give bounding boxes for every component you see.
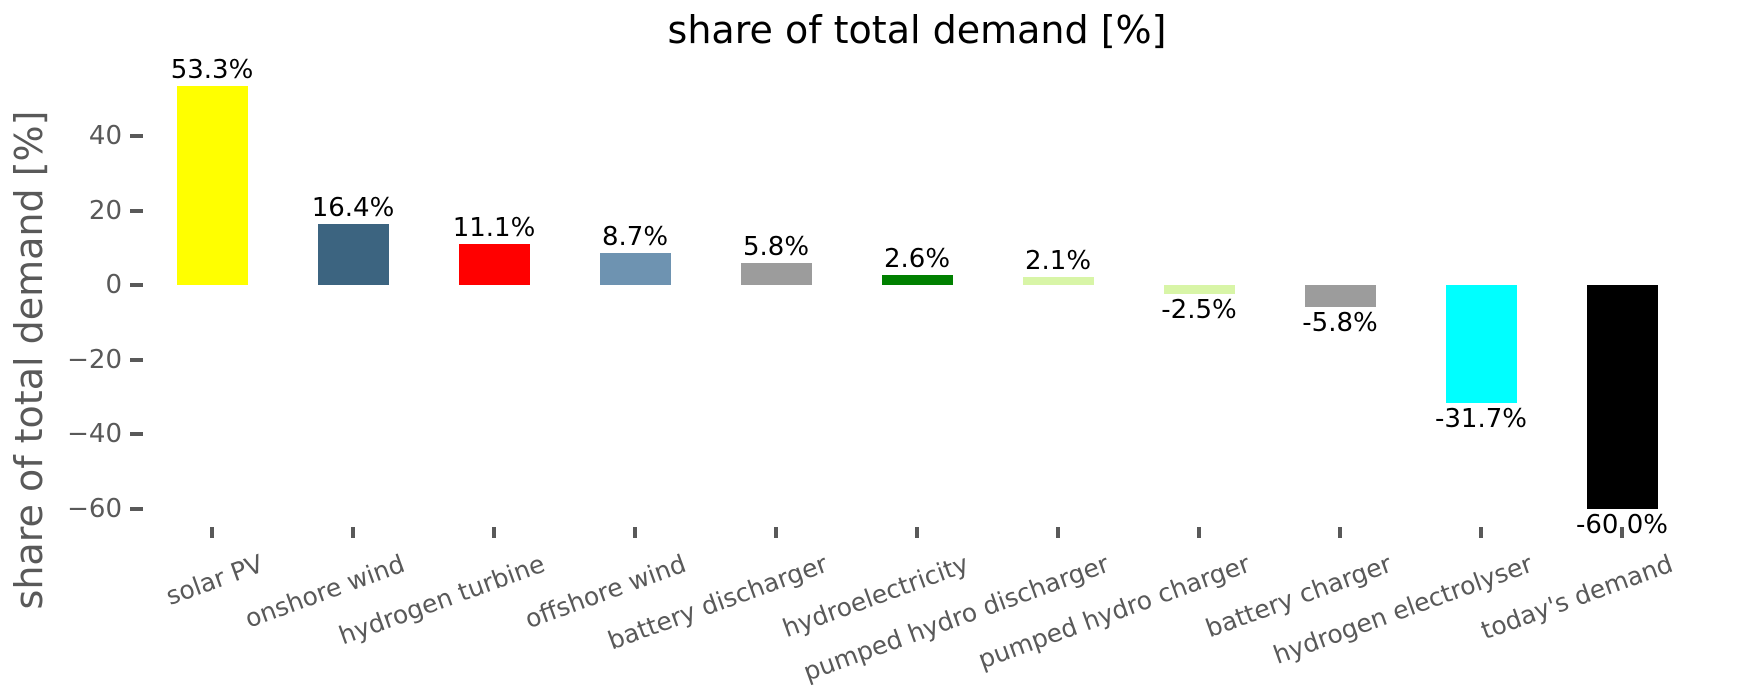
value-label: 16.4% <box>311 192 395 223</box>
y-tick-mark <box>130 357 143 362</box>
bar-hydrogen-turbine <box>458 243 530 285</box>
x-tick-mark <box>633 527 637 538</box>
value-label: 2.6% <box>883 244 951 275</box>
x-tick-mark <box>351 527 355 538</box>
y-tick-label: −60 <box>67 493 122 524</box>
bar-battery-charger <box>1304 285 1376 307</box>
value-label: 2.1% <box>1024 246 1092 277</box>
chart-title: share of total demand [%] <box>667 8 1167 52</box>
y-tick-label: −20 <box>67 344 122 375</box>
x-tick-mark <box>915 527 919 538</box>
value-label: 11.1% <box>452 212 536 243</box>
x-tick-mark <box>1197 527 1201 538</box>
bar-hydroelectricity <box>881 275 953 285</box>
x-tick-mark <box>1620 527 1624 538</box>
bar-today-s-demand <box>1586 285 1658 509</box>
y-tick-mark <box>130 506 143 511</box>
x-tick-mark <box>1479 527 1483 538</box>
y-tick-mark <box>130 283 143 287</box>
y-tick-label: 40 <box>88 121 122 151</box>
y-tick-mark <box>130 208 143 213</box>
x-tick-mark <box>210 527 214 538</box>
value-label: -31.7% <box>1435 404 1527 435</box>
bar-pumped-hydro-discharger <box>1022 277 1094 285</box>
x-tick-mark <box>774 527 778 538</box>
value-label: 53.3% <box>170 55 254 86</box>
x-tick-label: hydrogen electrolyser <box>1269 549 1536 670</box>
x-tick-mark <box>492 527 496 538</box>
value-label: -2.5% <box>1161 295 1237 326</box>
bar-pumped-hydro-charger <box>1163 285 1235 295</box>
value-label: 5.8% <box>742 232 810 263</box>
value-label: -5.8% <box>1302 307 1378 338</box>
x-tick-mark <box>1338 527 1342 538</box>
y-tick-label: −40 <box>67 419 122 449</box>
bar-hydrogen-electrolyser <box>1445 285 1517 404</box>
bar-battery-discharger <box>740 263 812 285</box>
y-tick-mark <box>130 432 143 436</box>
bar-solar-pv <box>176 86 248 285</box>
y-tick-label: 20 <box>88 195 122 226</box>
y-tick-mark <box>130 134 143 138</box>
bar-offshore-wind <box>599 252 671 285</box>
x-tick-mark <box>1056 527 1060 538</box>
bar-onshore-wind <box>317 223 389 285</box>
y-tick-label: 0 <box>105 270 122 300</box>
value-label: 8.7% <box>601 221 669 252</box>
